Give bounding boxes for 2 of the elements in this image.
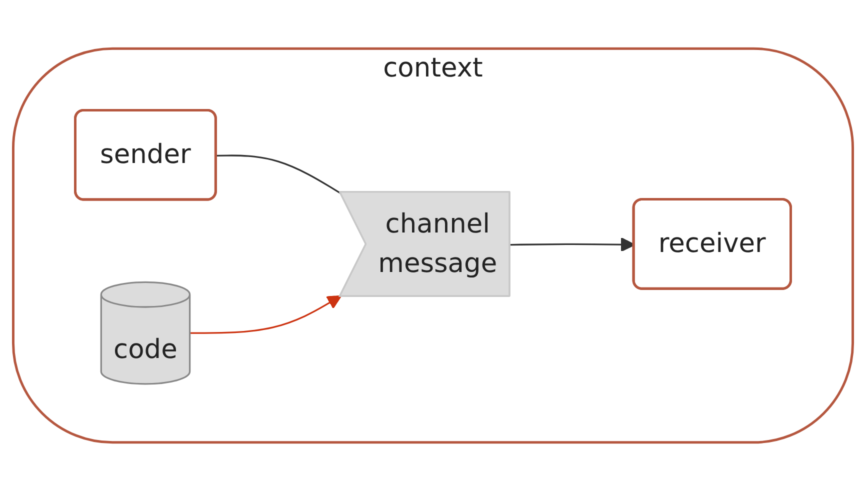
arrow bbox=[190, 295, 342, 334]
connector bbox=[216, 154, 342, 194]
